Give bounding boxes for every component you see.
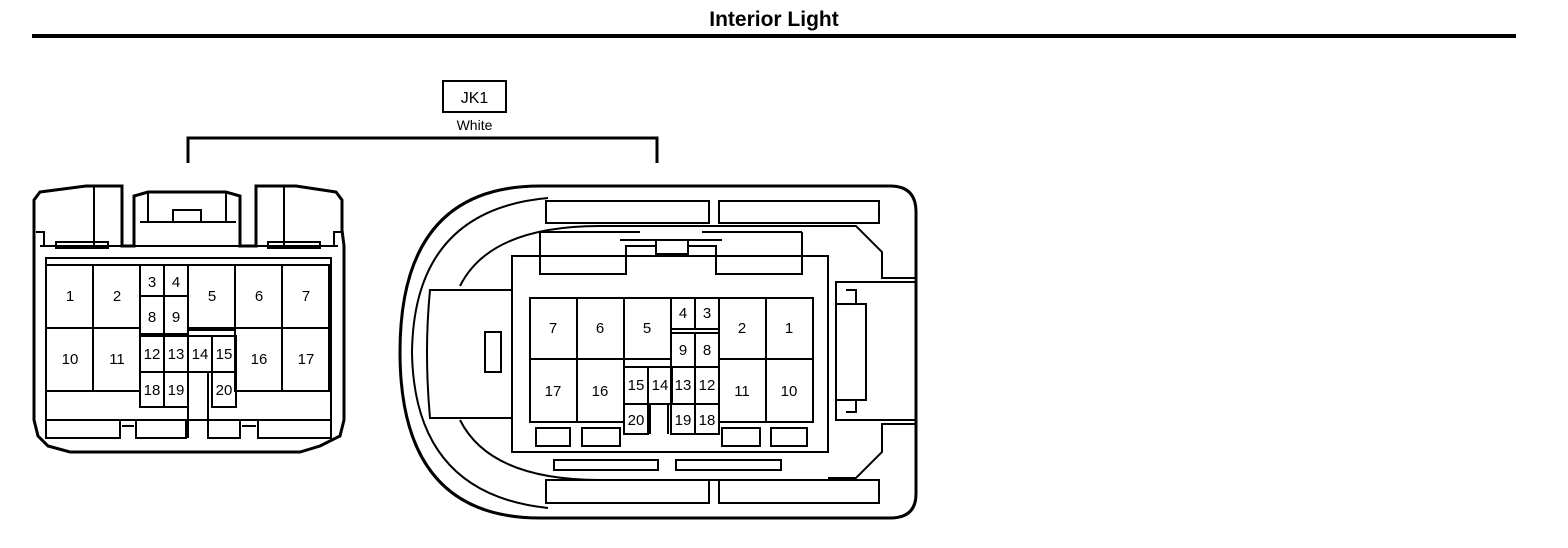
left-pin-15: 15 xyxy=(216,346,233,363)
right-pin-3: 3 xyxy=(703,305,711,322)
left-pin-18: 18 xyxy=(144,382,161,399)
right-pin-14: 14 xyxy=(652,377,669,394)
right-pin-9: 9 xyxy=(679,342,687,359)
left-connector-view: 1 2 3 4 5 6 7 8 9 10 11 12 13 14 15 16 1… xyxy=(32,184,346,454)
right-pin-20: 20 xyxy=(628,412,645,429)
left-pin-5: 5 xyxy=(208,288,216,305)
left-pin-1: 1 xyxy=(66,288,74,305)
left-pin-6: 6 xyxy=(255,288,263,305)
left-pin-7: 7 xyxy=(302,288,310,305)
left-pin-13: 13 xyxy=(168,346,185,363)
right-connector-view: 7 6 5 4 3 2 1 9 8 17 16 15 14 13 12 11 1… xyxy=(398,184,918,520)
right-pin-4: 4 xyxy=(679,305,687,322)
right-pin-7: 7 xyxy=(549,320,557,337)
page-title: Interior Light xyxy=(709,8,839,31)
left-pin-10: 10 xyxy=(62,351,79,368)
left-pin-2: 2 xyxy=(113,288,121,305)
left-pin-20: 20 xyxy=(216,382,233,399)
right-pin-16: 16 xyxy=(592,383,609,400)
connector-tag: JK1 White xyxy=(442,80,507,133)
right-pin-11: 11 xyxy=(734,383,750,400)
left-pin-14: 14 xyxy=(192,346,209,363)
right-pin-8: 8 xyxy=(703,342,711,359)
right-pin-13: 13 xyxy=(675,377,692,394)
left-pin-12: 12 xyxy=(144,346,161,363)
left-pin-11: 11 xyxy=(109,351,125,368)
title-underline xyxy=(32,34,1516,38)
left-pin-9: 9 xyxy=(172,309,180,326)
left-pin-16: 16 xyxy=(251,351,268,368)
left-pin-17: 17 xyxy=(298,351,315,368)
left-pin-4: 4 xyxy=(172,274,180,291)
connector-id: JK1 xyxy=(461,90,489,107)
left-pin-3: 3 xyxy=(148,274,156,291)
view-bracket xyxy=(186,136,659,163)
right-pin-1: 1 xyxy=(785,320,793,337)
right-pin-2: 2 xyxy=(738,320,746,337)
left-pin-19: 19 xyxy=(168,382,185,399)
right-pin-15: 15 xyxy=(628,377,645,394)
right-pin-12: 12 xyxy=(699,377,716,394)
right-pin-19: 19 xyxy=(675,412,692,429)
right-pin-17: 17 xyxy=(545,383,562,400)
right-pin-18: 18 xyxy=(699,412,716,429)
connector-color: White xyxy=(457,117,493,133)
right-pin-6: 6 xyxy=(596,320,604,337)
right-pin-10: 10 xyxy=(781,383,798,400)
left-pin-8: 8 xyxy=(148,309,156,326)
right-pin-5: 5 xyxy=(643,320,651,337)
